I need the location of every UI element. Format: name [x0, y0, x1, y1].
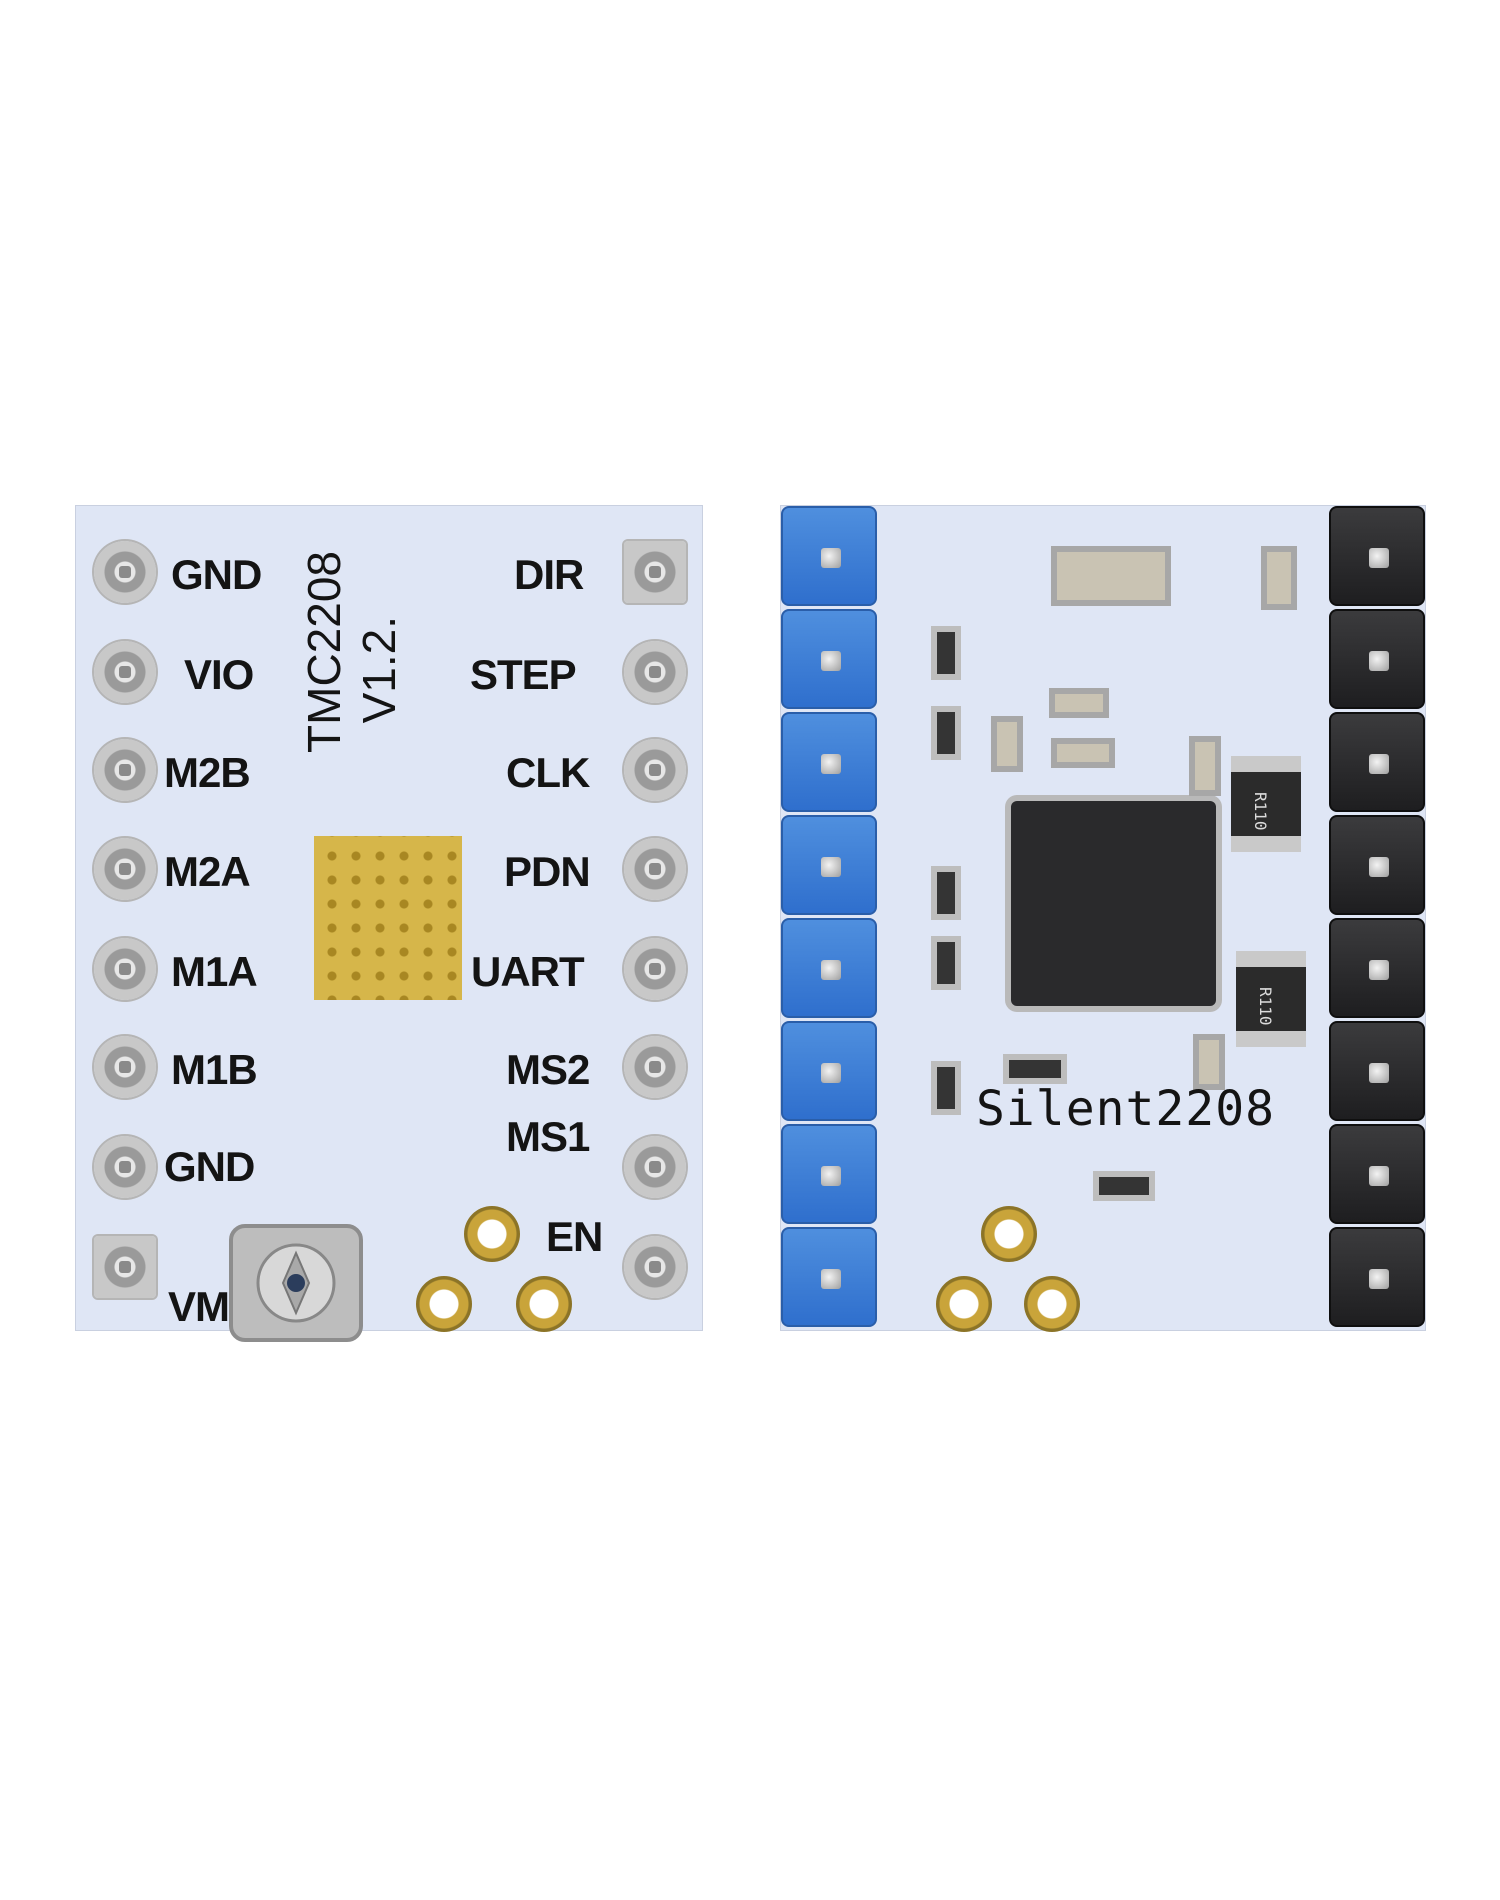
blue-pin-header — [781, 506, 877, 1332]
black-pin-5 — [1329, 918, 1425, 1018]
black-pin-7 — [1329, 1124, 1425, 1224]
smd-5 — [931, 706, 961, 760]
gold-via-2 — [416, 1276, 472, 1332]
black-pin-2 — [1329, 609, 1425, 709]
smd-6 — [1189, 736, 1221, 796]
thermal-pad — [314, 836, 462, 1000]
label-left-7: GND — [164, 1143, 255, 1190]
back-gold-via-2 — [936, 1276, 992, 1332]
smd-9 — [931, 1061, 961, 1115]
pad-left-8-square — [94, 1236, 156, 1298]
blue-pin-8 — [781, 1227, 877, 1327]
label-left-2: VIO — [184, 651, 254, 698]
pad-left-4 — [94, 838, 156, 900]
tmc2208-front-board: GND VIO M2B M2A M1A M1B GND VM TMC2208 V… — [75, 505, 703, 1342]
driver-ic — [1011, 801, 1216, 1006]
pad-left-3 — [94, 739, 156, 801]
pad-left-1 — [94, 541, 156, 603]
potentiometer-icon — [229, 1224, 363, 1342]
black-pin-4 — [1329, 815, 1425, 915]
board-name-label: Silent2208 — [976, 1081, 1275, 1137]
back-gold-via-1 — [981, 1206, 1037, 1262]
blue-pin-7 — [781, 1124, 877, 1224]
version-label: V1.2. — [353, 616, 405, 724]
pad-right-5 — [624, 938, 686, 1000]
smd-1 — [1049, 688, 1109, 718]
label-left-8: VM — [168, 1283, 230, 1330]
resistor-1-label: R110 — [1251, 792, 1270, 831]
pad-right-2 — [624, 641, 686, 703]
silent2208-back-board: R110 R110 Silent2208 — [780, 505, 1426, 1332]
label-left-1: GND — [171, 551, 262, 598]
black-pin-1 — [1329, 506, 1425, 606]
smd-3 — [1051, 738, 1115, 768]
black-pin-6 — [1329, 1021, 1425, 1121]
label-right-7: MS1 — [506, 1113, 590, 1160]
blue-pin-2 — [781, 609, 877, 709]
label-right-2: STEP — [470, 651, 577, 698]
pad-right-4 — [624, 838, 686, 900]
smd-8 — [931, 936, 961, 990]
black-pin-3 — [1329, 712, 1425, 812]
gold-via-1 — [464, 1206, 520, 1262]
gold-via-3 — [516, 1276, 572, 1332]
label-left-3: M2B — [164, 749, 251, 796]
pad-right-1-square — [624, 541, 686, 603]
model-label: TMC2208 — [298, 551, 350, 753]
smd-10 — [1003, 1054, 1067, 1084]
resistor-2-label: R110 — [1256, 987, 1275, 1026]
resistor-2: R110 — [1236, 951, 1306, 1047]
label-left-5: M1A — [171, 948, 258, 995]
capacitor-top — [1051, 546, 1171, 606]
label-left-4: M2A — [164, 848, 251, 895]
label-right-6: MS2 — [506, 1046, 590, 1093]
smd-top-right — [1261, 546, 1297, 610]
resistor-1: R110 — [1231, 756, 1301, 852]
pad-right-8 — [624, 1236, 686, 1298]
blue-pin-1 — [781, 506, 877, 606]
blue-pin-5 — [781, 918, 877, 1018]
smd-2 — [991, 716, 1023, 772]
black-pin-header — [1329, 506, 1425, 1332]
smd-12 — [1093, 1171, 1155, 1201]
pad-left-6 — [94, 1036, 156, 1098]
pad-left-7 — [94, 1136, 156, 1198]
label-right-4: PDN — [504, 848, 591, 895]
label-right-1: DIR — [514, 551, 584, 598]
label-left-6: M1B — [171, 1046, 258, 1093]
blue-pin-6 — [781, 1021, 877, 1121]
smd-11 — [1193, 1034, 1225, 1090]
pad-left-2 — [94, 641, 156, 703]
smd-7 — [931, 866, 961, 920]
blue-pin-4 — [781, 815, 877, 915]
label-right-5: UART — [471, 948, 585, 995]
smd-4 — [931, 626, 961, 680]
black-pin-8 — [1329, 1227, 1425, 1327]
label-right-3: CLK — [506, 749, 590, 796]
pad-right-3 — [624, 739, 686, 801]
back-gold-via-3 — [1024, 1276, 1080, 1332]
blue-pin-3 — [781, 712, 877, 812]
pad-right-6 — [624, 1036, 686, 1098]
pad-right-7 — [624, 1136, 686, 1198]
pad-left-5 — [94, 938, 156, 1000]
label-right-8: EN — [546, 1213, 603, 1260]
